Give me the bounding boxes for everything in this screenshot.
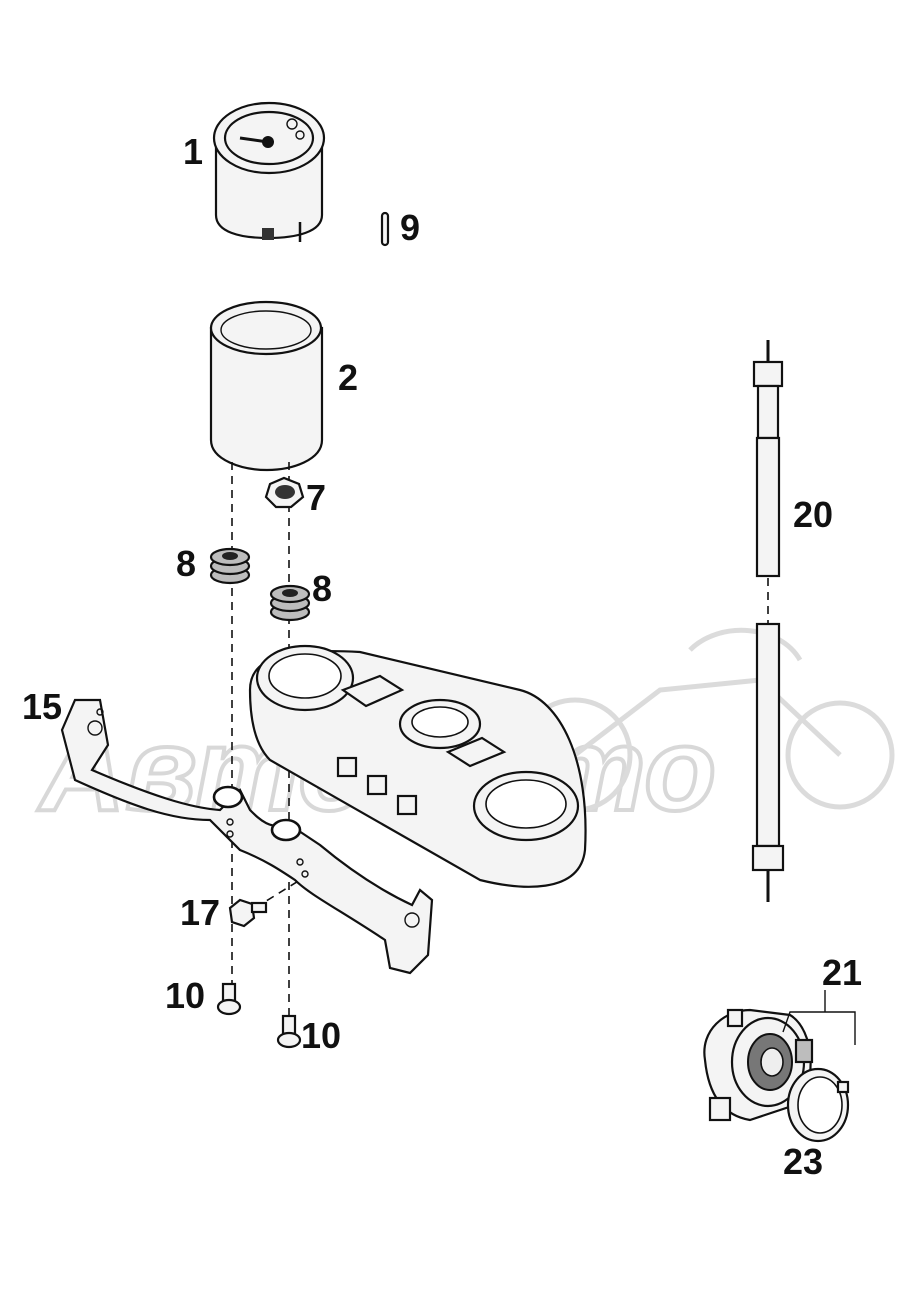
callout-8-left: 8 [176, 543, 196, 584]
callout-15: 15 [22, 686, 62, 727]
callout-21: 21 [822, 952, 862, 993]
callout-10-left: 10 [165, 975, 205, 1016]
hex-nut [264, 476, 305, 509]
callout-8-right: 8 [312, 568, 332, 609]
screw-right [276, 1014, 302, 1049]
callout-2: 2 [338, 357, 358, 398]
group-bracket [782, 1011, 856, 1045]
triple-clamp [248, 644, 587, 888]
callout-1: 1 [183, 131, 203, 172]
gauge-rubber-sleeve [209, 300, 324, 472]
callout-9: 9 [400, 207, 420, 248]
callout-17: 17 [180, 892, 220, 933]
speedometer-gauge [212, 101, 326, 242]
speedometer-drive [703, 1008, 814, 1122]
rubber-grommet-right [269, 584, 311, 622]
assembly-line-screw [254, 879, 301, 909]
callout-labels: 1 9 2 7 8 8 20 15 17 10 10 21 23 [22, 131, 862, 1182]
gauge-mounting-bracket [60, 698, 434, 975]
callout-23: 23 [783, 1141, 823, 1182]
flange-bolt [228, 898, 268, 928]
callout-7: 7 [306, 477, 326, 518]
bulb-pin [380, 211, 390, 247]
screw-left [216, 982, 242, 1016]
rubber-grommet-left [209, 547, 251, 585]
speedometer-cable [751, 340, 785, 902]
gasket-ring [786, 1067, 850, 1143]
callout-20: 20 [793, 494, 833, 535]
callout-10-right: 10 [301, 1015, 341, 1056]
